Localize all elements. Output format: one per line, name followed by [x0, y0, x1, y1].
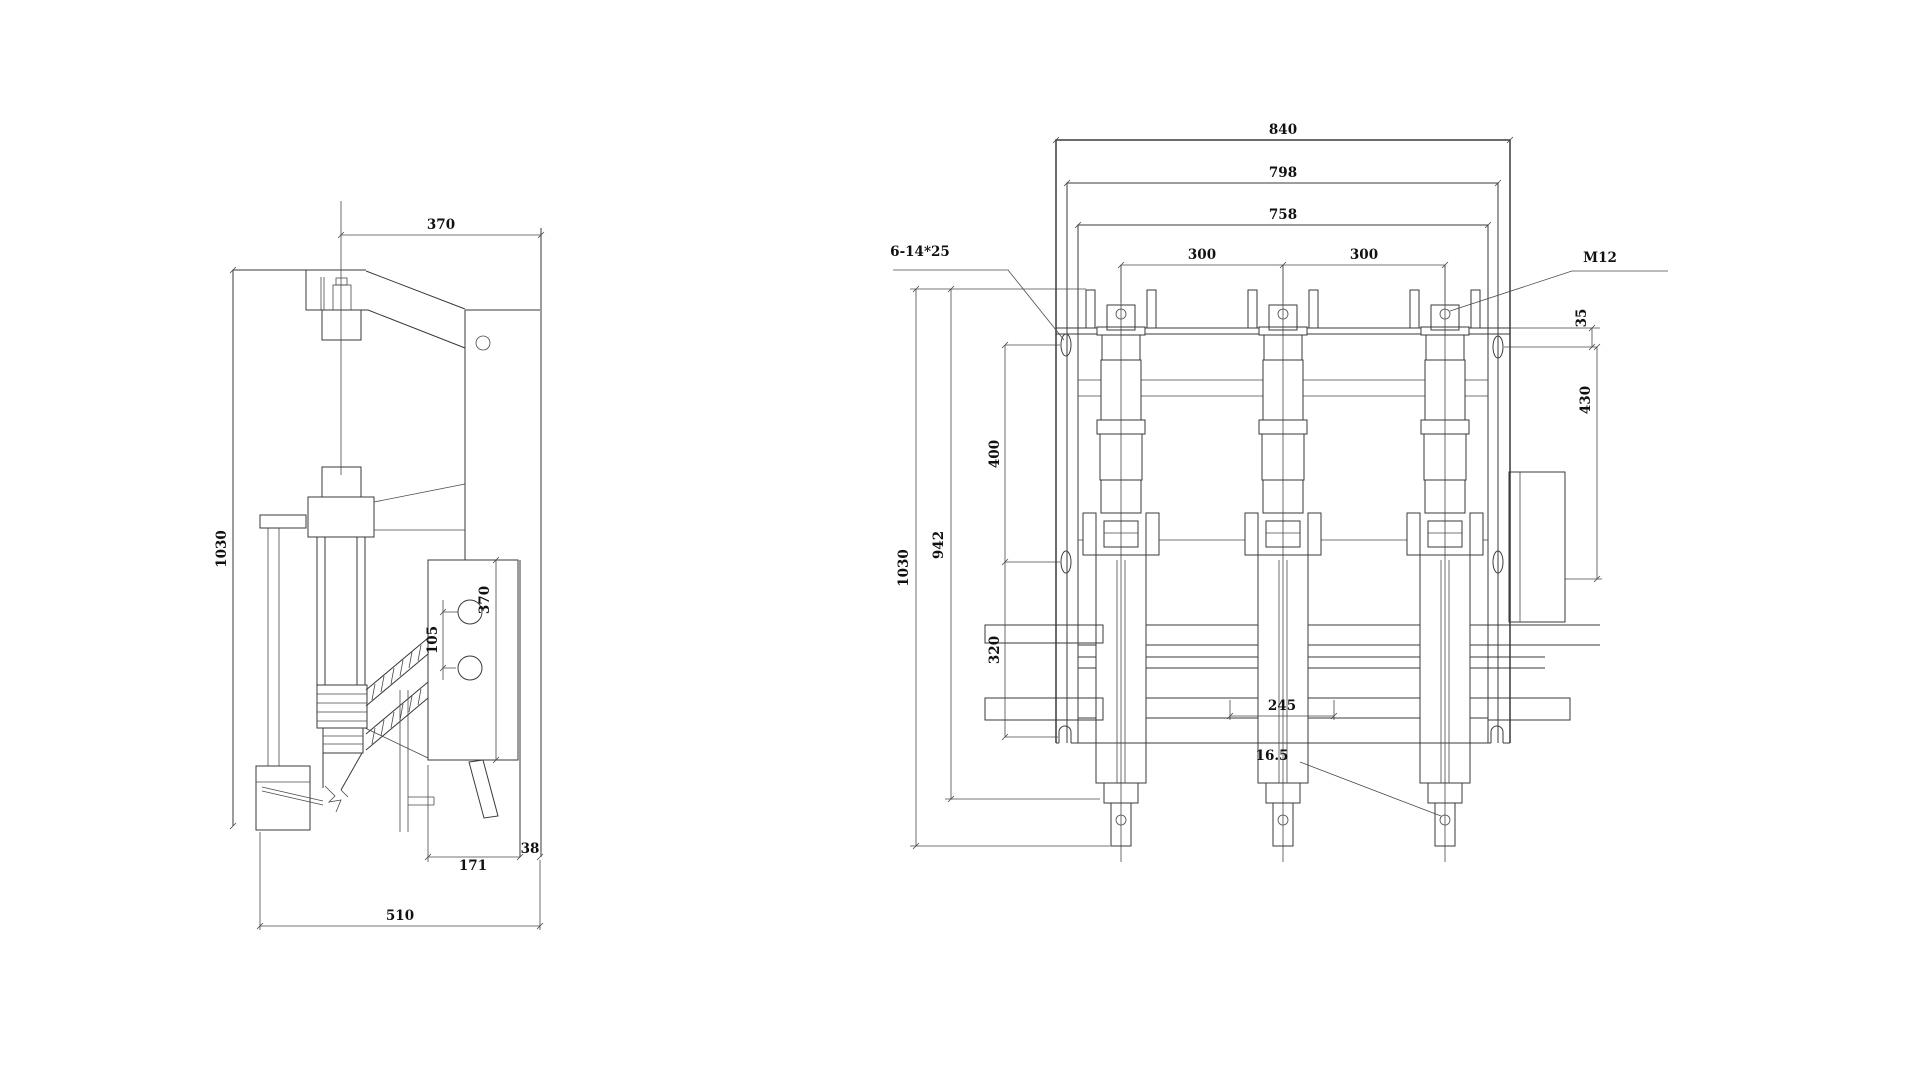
side-taper: [322, 752, 363, 791]
dim-line-300: [1120, 264, 1446, 303]
dim-line-245: [1229, 700, 1335, 720]
side-pole-column: [316, 537, 366, 685]
side-strap-lower: [365, 681, 429, 751]
pole-assembly-2: [1244, 265, 1322, 862]
frame-outline-758: [1077, 224, 1489, 743]
side-strap-hatching: [371, 644, 422, 745]
dim-line-942: [945, 289, 1100, 800]
dim-171: 171: [459, 858, 487, 874]
busbar-tab-left-upper: [984, 624, 1104, 644]
side-lever: [468, 759, 499, 819]
leader-mount-slots: [893, 269, 1065, 341]
leader-m12: [1449, 270, 1668, 312]
side-sub-lines: [323, 735, 363, 745]
dim-798: 798: [1269, 165, 1297, 181]
pole-assembly-1: [1082, 265, 1160, 862]
dim-400: 400: [987, 440, 1003, 468]
side-bracket-box: [1508, 471, 1566, 623]
dim-942: 942: [931, 531, 947, 559]
side-top-pin: [320, 277, 325, 310]
dim-35: 35: [1574, 309, 1590, 328]
side-linkage: [399, 690, 435, 832]
mount-slot-left-mid: [1060, 550, 1072, 574]
side-slant-arm: [365, 270, 466, 349]
front-view: 840 798 758 300 300 6-14*25 M12 1030 942…: [890, 122, 1668, 862]
side-base: [255, 765, 311, 831]
dim-320: 320: [987, 636, 1003, 664]
frame-outline-798: [1066, 182, 1499, 743]
mounting-plate: [1056, 327, 1510, 335]
dim-1030-side: 1030: [214, 530, 230, 568]
dim-line-35: [1504, 327, 1600, 348]
busbar-tab-right: [1487, 697, 1571, 721]
leader-pin-hole: [1299, 761, 1442, 817]
side-terminal-links: [373, 483, 466, 531]
busbar-rails: [1078, 624, 1600, 719]
side-frame-left-outline: [232, 269, 366, 826]
dim-105: 105: [425, 626, 441, 654]
side-upper-terminal-small: [321, 466, 362, 498]
side-bracket-diagonal: [364, 727, 429, 759]
side-mechanism-box: [427, 559, 519, 761]
dim-758: 758: [1269, 207, 1297, 223]
side-contact-stack: [316, 684, 368, 729]
dim-510: 510: [386, 908, 414, 924]
side-strap-upper: [365, 637, 429, 707]
busbar-tab-left-lower: [984, 697, 1104, 721]
dim-38: 38: [521, 841, 540, 857]
dim-245: 245: [1268, 698, 1296, 714]
side-stack-lines: [317, 693, 367, 722]
callout-pin-hole: 16.5: [1256, 748, 1289, 764]
dim-430: 430: [1578, 386, 1594, 414]
pole-assembly-3: [1406, 265, 1484, 862]
dim-ticks-front: [912, 136, 1601, 850]
dim-300-a: 300: [1188, 247, 1216, 263]
side-left-legs: [267, 528, 280, 766]
side-upper-terminal: [307, 496, 375, 538]
dim-370-panel: 370: [477, 586, 493, 614]
mount-slot-right-top: [1492, 335, 1504, 359]
dim-line-171: [427, 765, 520, 862]
dim-line-1030: [910, 289, 1110, 847]
dim-840: 840: [1269, 122, 1297, 138]
frame-cross-rails: [1078, 379, 1488, 397]
dim-ticks-side: [229, 231, 545, 930]
dim-370-top: 370: [427, 217, 455, 233]
side-left-bracket: [259, 514, 307, 529]
side-contact-sub: [322, 727, 364, 754]
dim-line-430: [1565, 347, 1602, 580]
side-hanging-block: [321, 309, 362, 341]
callout-m12: M12: [1583, 250, 1617, 266]
side-base-strut: [261, 786, 324, 806]
dim-line-510: [259, 832, 541, 930]
side-right-column: [464, 309, 540, 560]
callout-mount-slots: 6-14*25: [890, 244, 950, 260]
mount-slot-right-mid: [1492, 550, 1504, 574]
side-top-bolt-cap: [335, 277, 348, 286]
side-panel-hole-bottom: [457, 655, 483, 681]
side-frame-hole: [475, 335, 491, 351]
dim-1030-front: 1030: [896, 549, 912, 587]
dim-300-b: 300: [1350, 247, 1378, 263]
side-top-bolt: [332, 284, 352, 311]
side-view: 370 1030 105 370 171 38 510: [214, 201, 545, 930]
frame-outline-840: [1055, 139, 1511, 743]
side-top-box: [305, 270, 368, 311]
dim-line-400-320: [1004, 344, 1060, 738]
side-break-symbol: [324, 785, 349, 813]
dim-line-105: [442, 600, 458, 680]
mount-slot-left-top: [1060, 333, 1072, 357]
frame-bottom-notches: [1058, 725, 1504, 743]
